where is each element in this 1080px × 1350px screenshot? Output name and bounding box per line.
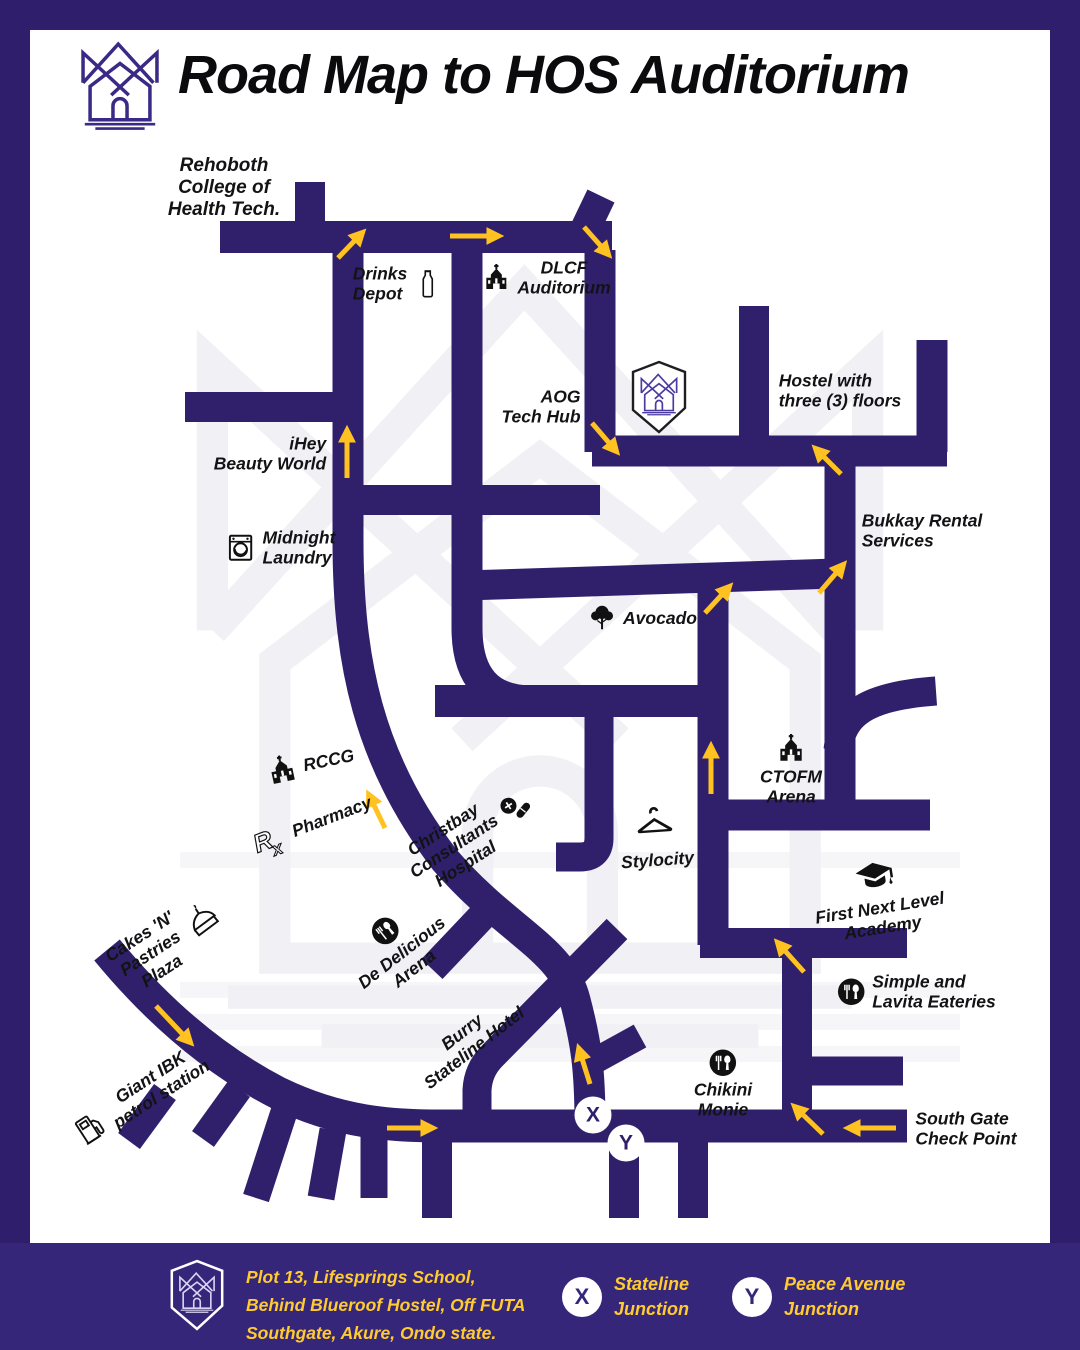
footer: Plot 13, Lifesprings School, Behind Blue…	[0, 1243, 1080, 1350]
church-icon	[481, 263, 511, 293]
road-segment	[332, 221, 606, 1125]
hos-auditorium-shield-marker	[631, 360, 687, 434]
address-line: Southgate, Akure, Ondo state.	[246, 1323, 497, 1343]
stateline-junction-icon: X	[562, 1276, 602, 1317]
road-segment	[462, 918, 628, 1128]
legend-label: Stateline Junction	[614, 1274, 690, 1319]
hanger-icon	[633, 804, 678, 849]
road-segment	[243, 1107, 297, 1203]
road-segment	[421, 901, 498, 979]
tree-icon	[587, 603, 617, 633]
hos-house-logo-icon	[76, 38, 164, 132]
legend-label: Peace Avenue Junction	[784, 1274, 906, 1319]
direction-arrow	[154, 1004, 195, 1047]
road-segment	[192, 1081, 250, 1147]
bottle-icon	[413, 269, 443, 299]
direction-arrow	[573, 1042, 593, 1085]
gradcap-icon	[852, 853, 898, 899]
road-segment	[307, 1127, 347, 1201]
road-segment	[94, 939, 907, 1143]
direction-arrow	[366, 789, 388, 830]
peace-avenue-junction-marker: Y	[607, 1124, 645, 1162]
church-icon	[263, 751, 301, 789]
road-segment	[584, 1024, 647, 1075]
direction-arrow	[790, 1102, 825, 1136]
address-line: Plot 13, Lifesprings School,	[246, 1267, 476, 1287]
header: Road Map to HOS Auditorium	[0, 0, 1080, 120]
direction-arrow	[811, 444, 843, 476]
map-label-stylocity: Stylocity	[617, 803, 695, 872]
avocado-text: Avocado	[623, 607, 697, 628]
direction-arrow	[336, 228, 367, 260]
footer-shield-logo	[166, 1259, 228, 1331]
direction-arrow	[817, 560, 848, 595]
laundry-icon	[225, 532, 257, 564]
map-label-avocado: Avocado	[587, 603, 697, 633]
road-segment	[556, 699, 614, 872]
cutlery-icon	[836, 977, 866, 1007]
church-icon	[775, 733, 807, 765]
page-title: Road Map to HOS Auditorium	[178, 45, 910, 105]
direction-arrow	[703, 582, 734, 615]
road-segment	[564, 189, 615, 251]
legend-stateline-junction: X Stateline Junction	[562, 1243, 689, 1350]
legend-peace-avenue-junction: Y Peace Avenue Junction	[732, 1243, 905, 1350]
stateline-junction-marker: X	[574, 1096, 612, 1134]
direction-arrow	[590, 421, 621, 456]
address: Plot 13, Lifesprings School, Behind Blue…	[246, 1263, 525, 1347]
cutlery-icon	[708, 1048, 738, 1078]
road-segment	[118, 1084, 176, 1149]
road-segment	[823, 676, 938, 753]
peace-avenue-junction-icon: Y	[732, 1276, 772, 1317]
direction-arrow	[773, 938, 806, 974]
direction-arrow	[582, 225, 613, 259]
rccg-text: RCCG	[301, 744, 356, 776]
address-line: Behind Blueroof Hostel, Off FUTA	[246, 1295, 526, 1315]
road-segment	[480, 558, 853, 600]
